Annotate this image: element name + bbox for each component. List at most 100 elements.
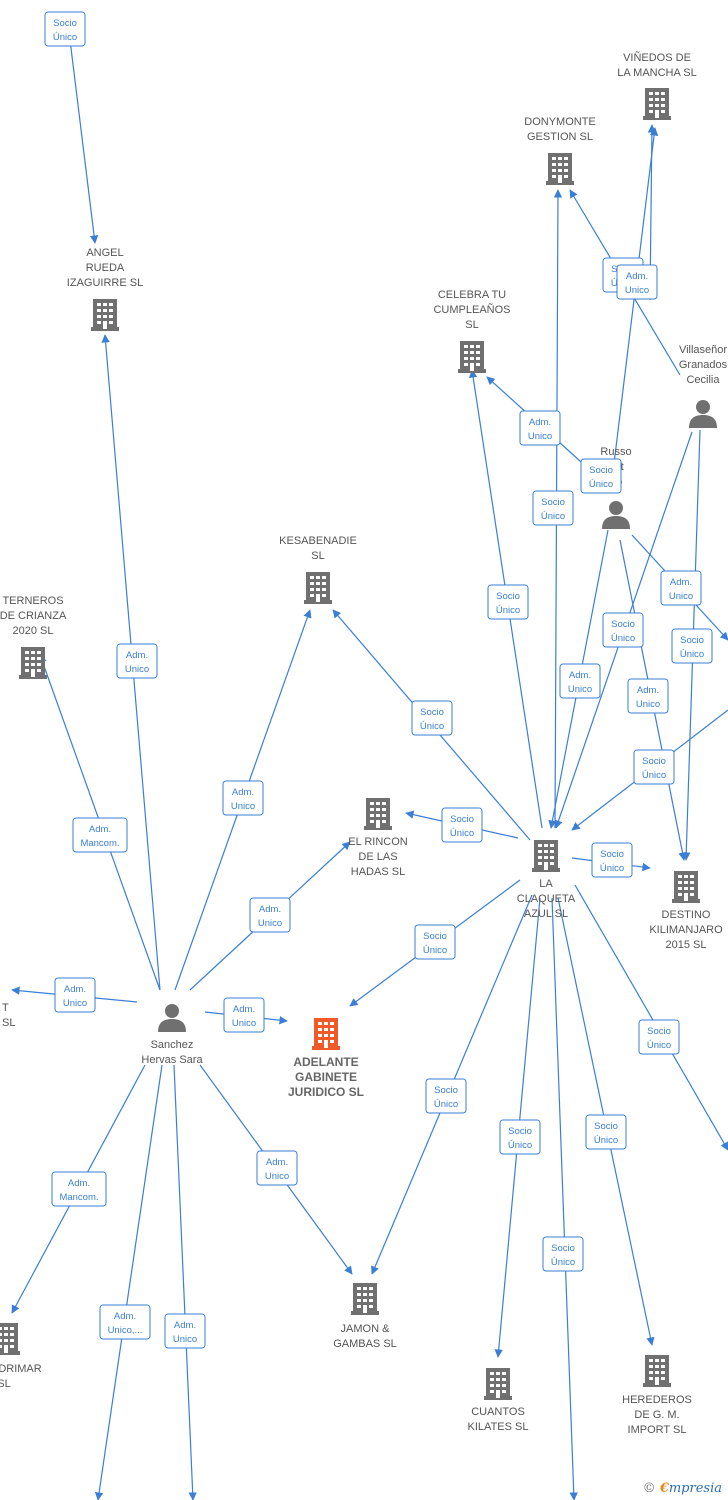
edge-label-adm-unico[interactable]: Adm.Unico	[164, 1313, 206, 1349]
edge-label-adm-unico[interactable]: Adm.Unico	[256, 1150, 298, 1186]
edge-label-adm-unico[interactable]: Adm.Unico	[116, 643, 158, 679]
edge-label-adm-unico[interactable]: Adm.Unico	[616, 264, 658, 300]
company-building-icon	[19, 647, 47, 679]
edge-label-box	[633, 749, 675, 785]
company-building-icon	[643, 88, 671, 120]
edge-label-adm-unico[interactable]: Adm.Unico	[660, 570, 702, 606]
node-label: KILIMANJARO	[649, 924, 723, 936]
copyright-symbol: ©	[642, 1481, 656, 1496]
node-label: LA MANCHA SL	[617, 67, 696, 79]
node-label: LA	[539, 878, 553, 890]
node-label: ANGEL	[86, 247, 123, 259]
edge-label-line: Adm.	[114, 1311, 136, 1322]
edge-labels-layer: SocioÚnicoAdm.UnicoAdm.Mancom.Adm.UnicoA…	[44, 11, 713, 1349]
edge-label-adm-unico[interactable]: Adm.Unico	[222, 780, 264, 816]
edge-label-line: Adm.	[670, 577, 692, 588]
node-jamon[interactable]: JAMON &GAMBAS SL	[333, 1283, 397, 1350]
edge-label-line: Único	[53, 32, 77, 43]
edge-label-line: Adm.	[259, 904, 281, 915]
company-building-icon	[304, 572, 332, 604]
edge-label-adm-mancom[interactable]: Adm.Mancom.	[72, 817, 128, 853]
edge-label-line: Único	[450, 828, 474, 839]
edge-label-line: Adm.	[637, 685, 659, 696]
company-building-icon	[643, 1355, 671, 1387]
edge-label-line: Socio	[508, 1126, 532, 1137]
edge-label-box	[54, 977, 96, 1013]
edge-label-box	[602, 612, 644, 648]
edge-label-adm-unico[interactable]: Adm.Unico	[249, 897, 291, 933]
node-kesabenadie[interactable]: KESABENADIE SL	[279, 535, 357, 604]
edge-label-line: Adm.	[89, 824, 111, 835]
company-building-icon	[364, 798, 392, 830]
edge-label-adm-unico[interactable]: Adm.Unico	[559, 663, 601, 699]
node-label: DESTINO	[662, 909, 711, 921]
empresia-logo[interactable]: €mpresia	[659, 1481, 722, 1496]
edge-label-adm-unico[interactable]: Adm.Unico	[223, 997, 265, 1033]
node-label: Granados	[679, 359, 728, 371]
edge-label-box	[44, 11, 86, 47]
node-vinedos[interactable]: VIÑEDOS DELA MANCHA SL	[617, 51, 697, 120]
node-label: AZUL SL	[524, 908, 568, 920]
edge-label-line: Mancom.	[59, 1192, 98, 1203]
edge-label-adm-unico[interactable]: Adm.Unico	[54, 977, 96, 1013]
edge-label-adm-unico[interactable]: Adm.Unico	[519, 410, 561, 446]
edge-label-box	[638, 1019, 680, 1055]
node-label: KILATES SL	[468, 1421, 529, 1433]
node-partial_t[interactable]: TSL	[2, 1002, 15, 1029]
edge-label-line: Socio	[589, 465, 613, 476]
edge-label-box	[414, 924, 456, 960]
edge-label-line: Socio	[496, 591, 520, 602]
edge-label-box	[72, 817, 128, 853]
edge-label-adm-unico-trunc[interactable]: Adm.Unico,...	[99, 1304, 151, 1340]
edge-label-adm-unico[interactable]: Adm.Unico	[627, 678, 669, 714]
edge-label-line: Socio	[420, 707, 444, 718]
edge-label-box	[616, 264, 658, 300]
edge-label-box	[542, 1236, 584, 1272]
edge-label-line: Socio	[541, 497, 565, 508]
edge-label-line: Socio	[423, 931, 447, 942]
node-label: DONYMONTE	[524, 116, 596, 128]
node-label: GABINETE	[295, 1070, 357, 1084]
edge-label-line: Único	[589, 479, 613, 490]
company-building-icon	[351, 1283, 379, 1315]
edge-label-line: Socio	[450, 814, 474, 825]
node-label: IMPORT SL	[628, 1424, 687, 1436]
node-label: SL	[311, 550, 324, 562]
node-label: GESTION SL	[527, 131, 593, 143]
edge-label-box	[660, 570, 702, 606]
edge-label-adm-mancom[interactable]: Adm.Mancom.	[51, 1171, 107, 1207]
node-label: ADELANTE	[293, 1055, 358, 1069]
node-label: KESABENADIE	[279, 535, 357, 547]
edge-label-line: Adm.	[126, 650, 148, 661]
node-donymonte[interactable]: DONYMONTE GESTION SL	[524, 116, 596, 185]
node-label: SL	[0, 1378, 11, 1390]
